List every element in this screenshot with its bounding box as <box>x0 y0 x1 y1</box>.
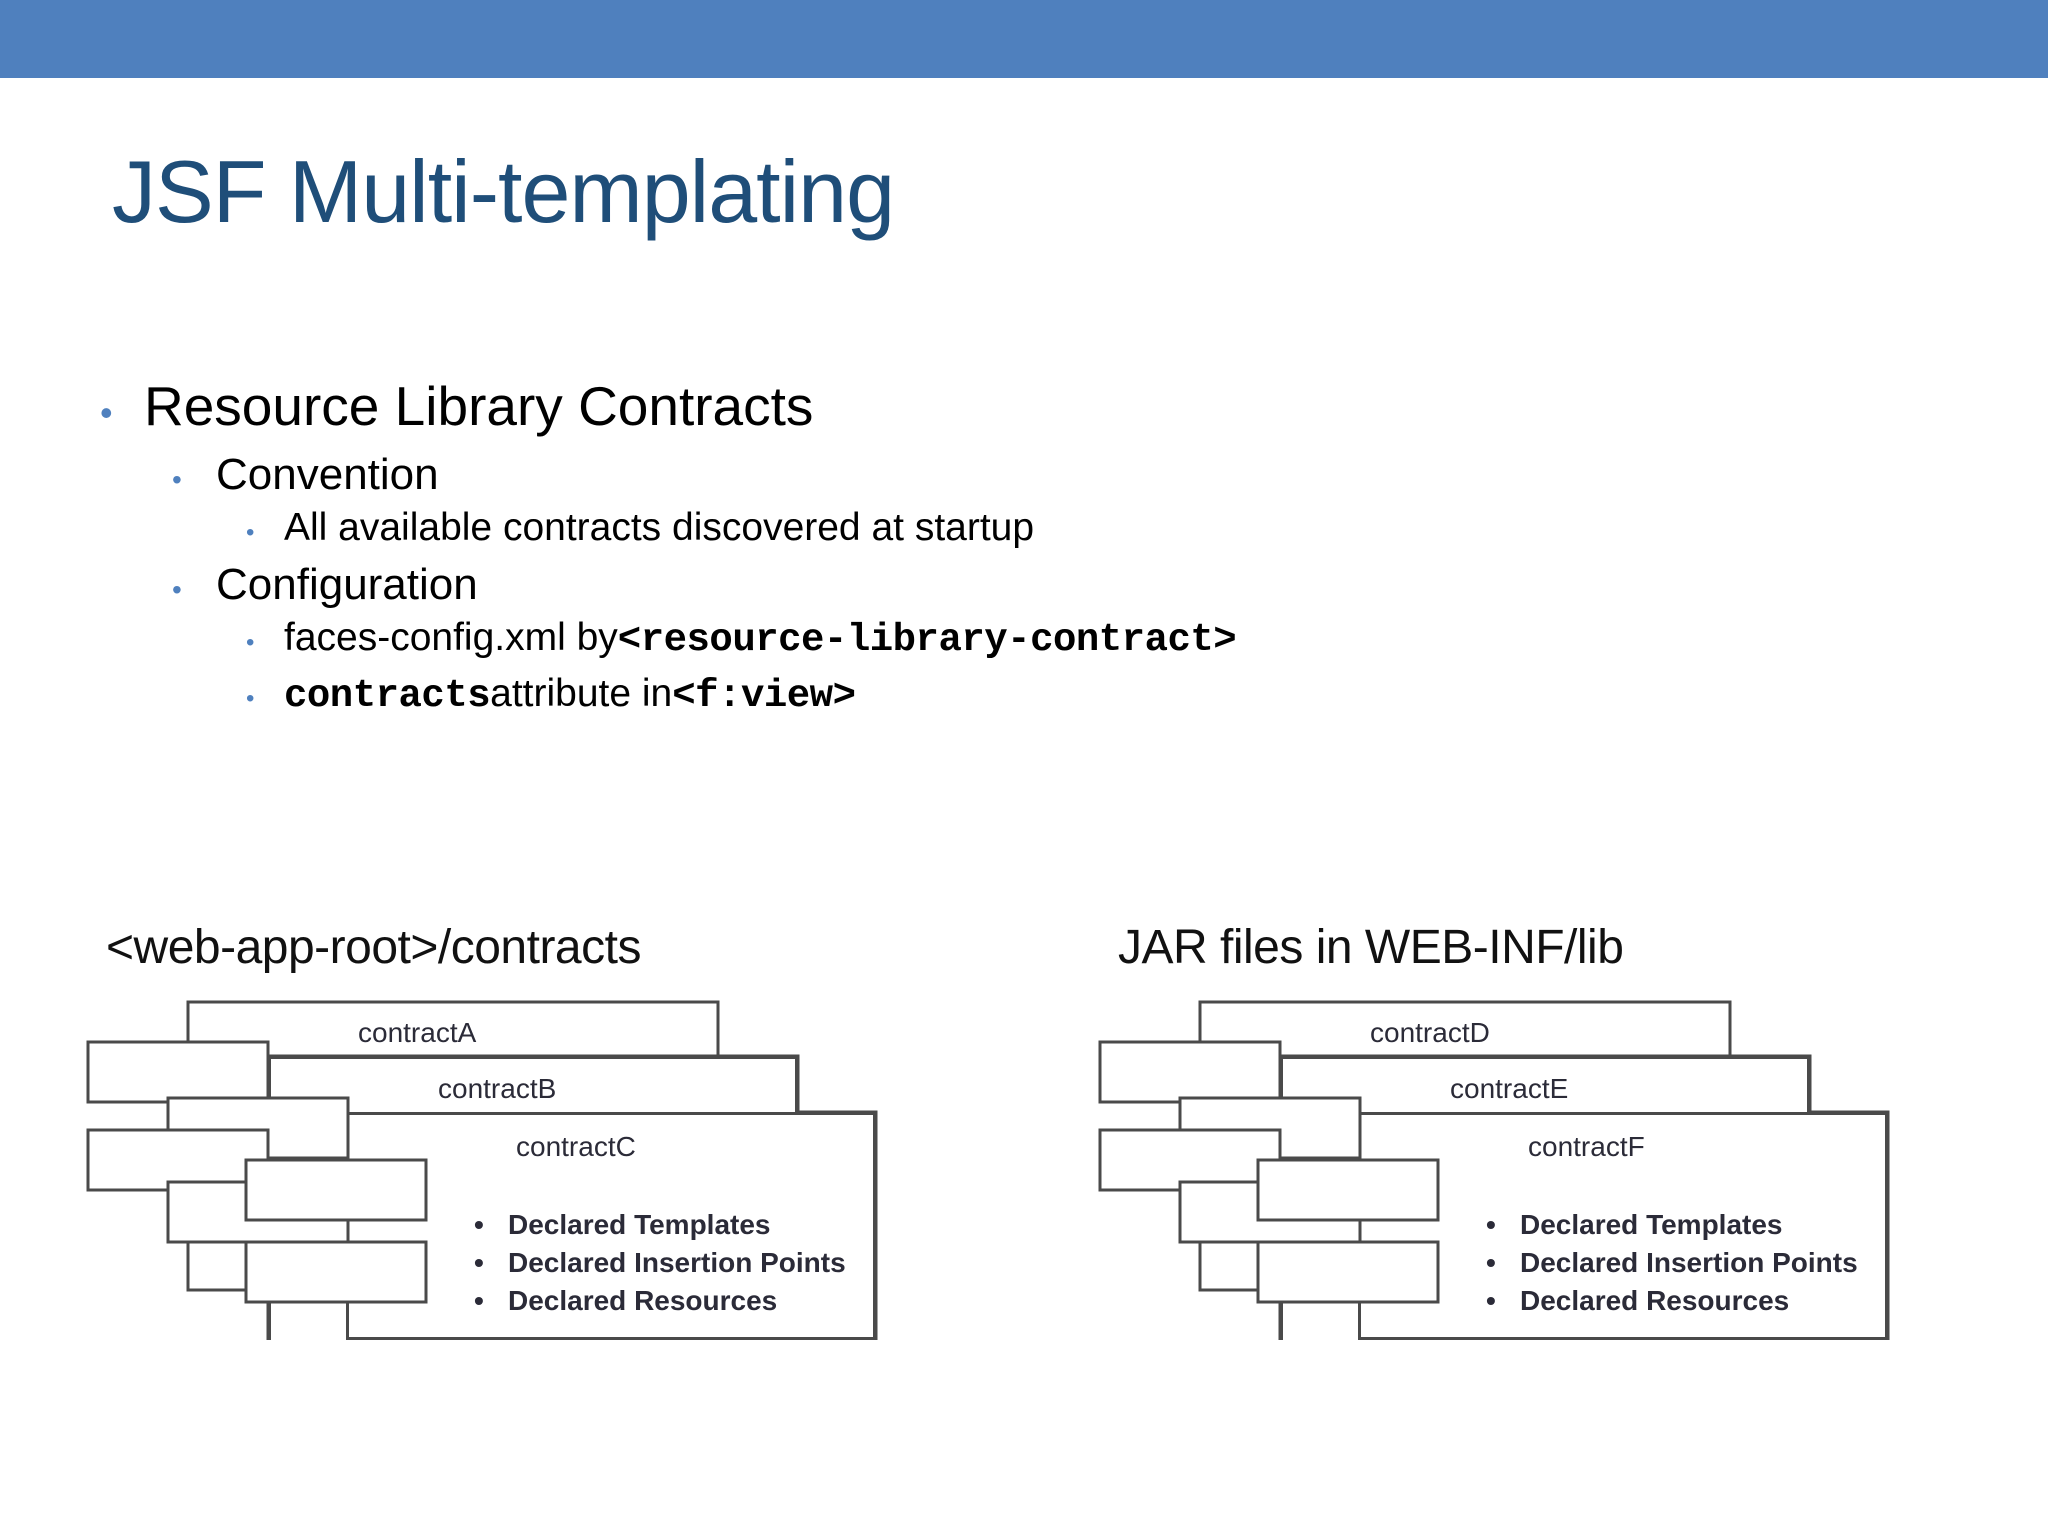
top-accent-bar <box>0 0 2048 78</box>
frame-label-1: contractE <box>1450 1073 1568 1104</box>
declared-item-0: Declared Templates <box>1520 1209 1783 1240</box>
bullet-level3-faces-config: • faces-config.xml by <resource-library-… <box>246 616 1950 662</box>
bullet-dot-icon: • <box>246 685 255 712</box>
frame-label-2: contractC <box>516 1131 636 1162</box>
bullet-dot-icon: • <box>246 519 255 546</box>
figure-caption: <web-app-root>/contracts <box>106 921 641 974</box>
figure-jar-files-web-inf-lib: JAR files in WEB-INF/lib <box>1090 920 2020 1340</box>
page-title: JSF Multi-templating <box>112 142 895 241</box>
declared-item-0: Declared Templates <box>508 1209 771 1240</box>
code-resource-library-contract: <resource-library-contract> <box>617 618 1237 662</box>
contract-stack-diagram: contractD contractE contractF • Declared… <box>1090 994 2020 1340</box>
contract-stack-diagram: contractA contractB contractC • Declared… <box>78 994 1008 1340</box>
declared-item-1: Declared Insertion Points <box>1520 1247 1858 1278</box>
code-contracts: contracts <box>284 674 491 718</box>
bullet-dot-icon: • <box>172 464 182 495</box>
item-dot-1: • <box>474 1247 484 1278</box>
frame-label-0: contractD <box>1370 1017 1490 1048</box>
bullet-dot-icon: • <box>172 574 182 605</box>
declared-item-2: Declared Resources <box>508 1285 777 1316</box>
bullet-list: • Resource Library Contracts • Conventio… <box>100 374 1950 728</box>
bullet-level2-convention: • Convention <box>172 450 1950 500</box>
item-dot-1: • <box>1486 1247 1496 1278</box>
bullet-level1-resource-library-contracts: • Resource Library Contracts <box>100 374 1950 438</box>
bullet-text-plain: faces-config.xml by <box>284 616 618 659</box>
bullet-dot-icon: • <box>246 629 255 656</box>
frame-label-1: contractB <box>438 1073 556 1104</box>
figure-web-app-root-contracts: <web-app-root>/contracts <box>78 920 1008 1340</box>
bullet-level3-contracts-attribute: • contracts attribute in <f:view> <box>246 672 1950 718</box>
bullet-text: Convention <box>216 450 439 499</box>
bullet-text: Configuration <box>216 560 478 609</box>
item-dot-0: • <box>474 1209 484 1240</box>
item-dot-0: • <box>1486 1209 1496 1240</box>
bullet-level3-all-available-contracts: • All available contracts discovered at … <box>246 506 1950 550</box>
bullet-text-plain: attribute in <box>490 672 673 715</box>
code-f-view: <f:view> <box>672 674 856 718</box>
declared-item-1: Declared Insertion Points <box>508 1247 846 1278</box>
bullet-text: All available contracts discovered at st… <box>284 506 1035 549</box>
figure-caption: JAR files in WEB-INF/lib <box>1118 921 1624 974</box>
declared-item-2: Declared Resources <box>1520 1285 1789 1316</box>
item-dot-2: • <box>1486 1285 1496 1316</box>
bullet-text: Resource Library Contracts <box>144 375 814 437</box>
bullet-level2-configuration: • Configuration <box>172 560 1950 610</box>
bullet-dot-icon: • <box>100 392 113 433</box>
frame-label-2: contractF <box>1528 1131 1645 1162</box>
item-dot-2: • <box>474 1285 484 1316</box>
frame-label-0: contractA <box>358 1017 477 1048</box>
